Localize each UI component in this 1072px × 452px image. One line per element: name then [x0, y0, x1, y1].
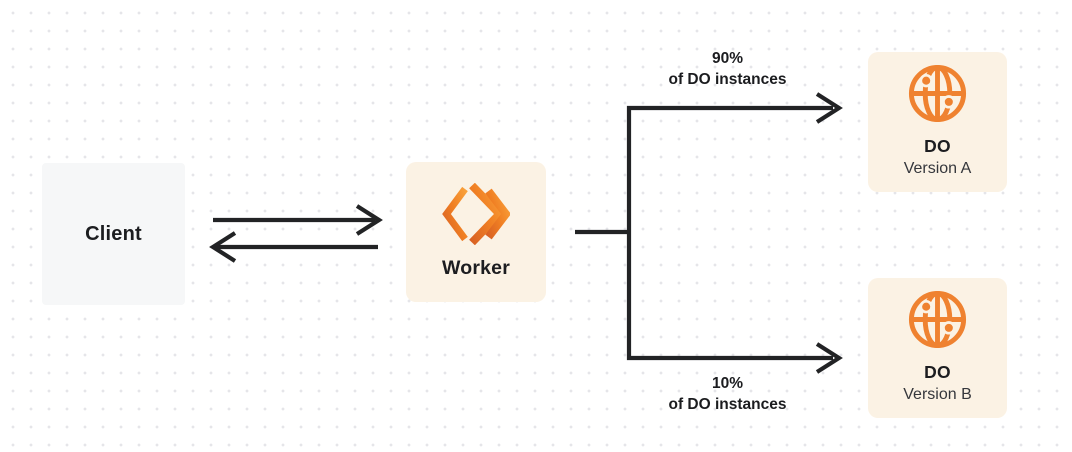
arrowhead-right-icon [815, 342, 843, 374]
client-label: Client [85, 222, 142, 245]
client-to-worker-arrow [213, 204, 383, 236]
arrowhead-right-icon [815, 92, 843, 124]
do-a-subtitle: Version A [903, 160, 972, 177]
do-a-title: DO [924, 136, 951, 156]
arrowhead-left-icon [209, 231, 237, 263]
split-label-version-b: 10% of DO instances [620, 373, 835, 415]
do-b-subtitle: Version B [903, 386, 972, 403]
split-percent-b: 10% [711, 375, 744, 392]
client-node: Client [42, 163, 185, 305]
worker-node: Worker [406, 162, 546, 302]
split-caption-b: of DO instances [668, 396, 787, 413]
globe-icon [906, 288, 969, 351]
cloudflare-workers-icon [442, 183, 510, 245]
worker-branch-line [575, 105, 833, 361]
worker-to-version-a-arrow [815, 92, 843, 124]
split-label-version-a: 90% of DO instances [620, 48, 835, 90]
globe-icon [906, 62, 969, 125]
worker-label: Worker [441, 257, 511, 279]
worker-to-client-arrow [209, 231, 378, 263]
worker-to-version-b-arrow [815, 342, 843, 374]
do-b-title: DO [924, 362, 951, 382]
arrowhead-right-icon [355, 204, 383, 236]
do-version-b-node: DO Version B [868, 278, 1007, 418]
split-percent-a: 90% [711, 50, 744, 67]
split-caption-a: of DO instances [668, 71, 787, 88]
do-version-a-node: DO Version A [868, 52, 1007, 192]
